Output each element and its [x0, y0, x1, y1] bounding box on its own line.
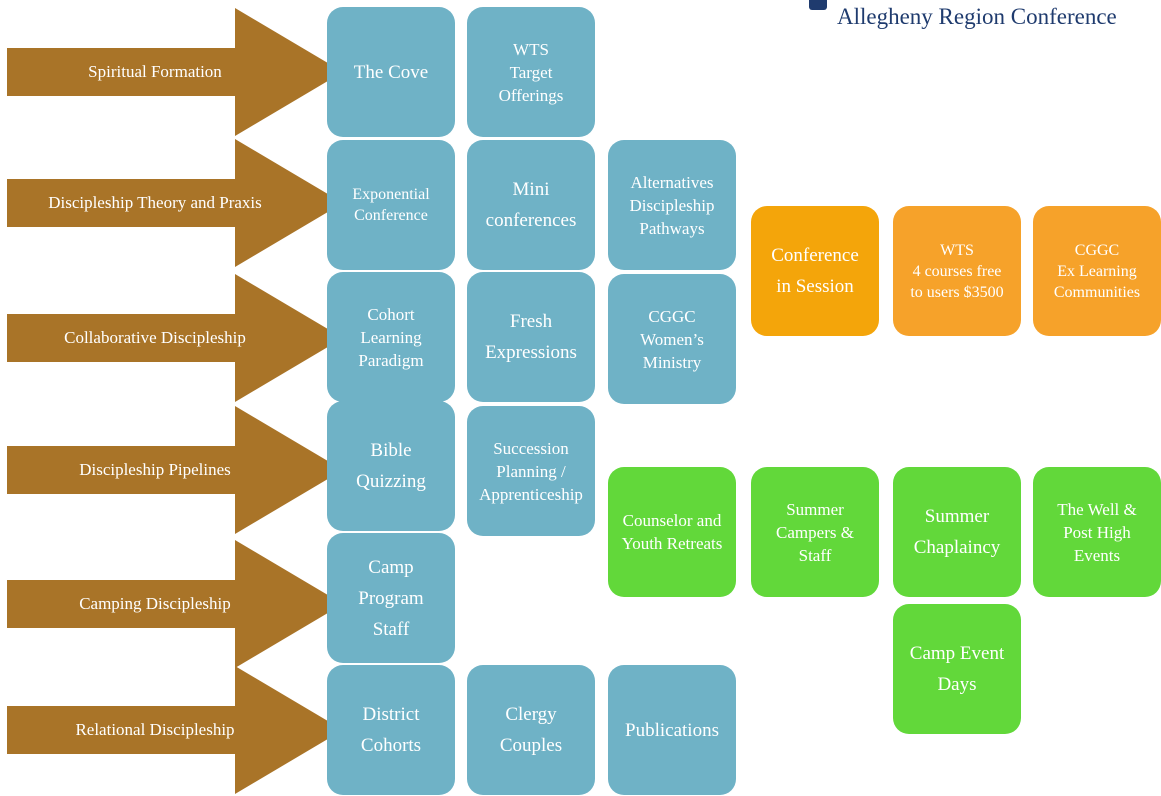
- box-wts-target-offerings: WTS Target Offerings: [467, 7, 595, 137]
- box-camp-program-staff: Camp Program Staff: [327, 533, 455, 663]
- box-exponential-conference: Exponential Conference: [327, 140, 455, 270]
- box-summer-campers-staff: Summer Campers & Staff: [751, 467, 879, 597]
- arrow-shape: [7, 406, 343, 534]
- arrow-relational: Relational Discipleship: [7, 666, 343, 794]
- arrow-label: Camping Discipleship: [79, 594, 231, 613]
- arrow-shape: [7, 540, 343, 668]
- box-camp-event-days: Camp Event Days: [893, 604, 1021, 734]
- box-wts-courses: WTS 4 courses free to users $3500: [893, 206, 1021, 336]
- box-cggc-womens-ministry: CGGC Women’s Ministry: [608, 274, 736, 404]
- logo-icon: [809, 0, 827, 10]
- arrow-shape: [7, 139, 343, 267]
- box-the-cove: The Cove: [327, 7, 455, 137]
- box-conference-in-session: Conference in Session: [751, 206, 879, 336]
- box-mini-conferences: Mini conferences: [467, 140, 595, 270]
- arrow-label: Collaborative Discipleship: [64, 328, 246, 347]
- arrow-shape: [7, 8, 343, 136]
- box-summer-chaplaincy: Summer Chaplaincy: [893, 467, 1021, 597]
- arrow-label: Discipleship Theory and Praxis: [48, 193, 262, 212]
- arrow-shape: [7, 666, 343, 794]
- arrow-label: Discipleship Pipelines: [79, 460, 231, 479]
- box-alternatives-pathways: Alternatives Discipleship Pathways: [608, 140, 736, 270]
- box-bible-quizzing: Bible Quizzing: [327, 401, 455, 531]
- box-counselor-youth-retreats: Counselor and Youth Retreats: [608, 467, 736, 597]
- box-clergy-couples: Clergy Couples: [467, 665, 595, 795]
- box-cohort-learning: Cohort Learning Paradigm: [327, 272, 455, 402]
- arrow-label: Spiritual Formation: [88, 62, 222, 81]
- box-district-cohorts: District Cohorts: [327, 665, 455, 795]
- arrow-shape: [7, 274, 343, 402]
- arrow-spiritual-formation: Spiritual Formation: [7, 8, 343, 136]
- arrow-collaborative: Collaborative Discipleship: [7, 274, 343, 402]
- box-fresh-expressions: Fresh Expressions: [467, 272, 595, 402]
- arrow-camping: Camping Discipleship: [7, 540, 343, 668]
- org-name: Allegheny Region Conference: [837, 4, 1117, 29]
- arrow-pipelines: Discipleship Pipelines: [7, 406, 343, 534]
- box-succession-planning: Succession Planning / Apprenticeship: [467, 406, 595, 536]
- arrow-label: Relational Discipleship: [75, 720, 235, 739]
- box-publications: Publications: [608, 665, 736, 795]
- arrow-discipleship-theory: Discipleship Theory and Praxis: [7, 139, 343, 267]
- conference-logo: Allegheny Region Conference: [801, 0, 1153, 40]
- box-cggc-ex-learning: CGGC Ex Learning Communities: [1033, 206, 1161, 336]
- box-the-well-events: The Well & Post High Events: [1033, 467, 1161, 597]
